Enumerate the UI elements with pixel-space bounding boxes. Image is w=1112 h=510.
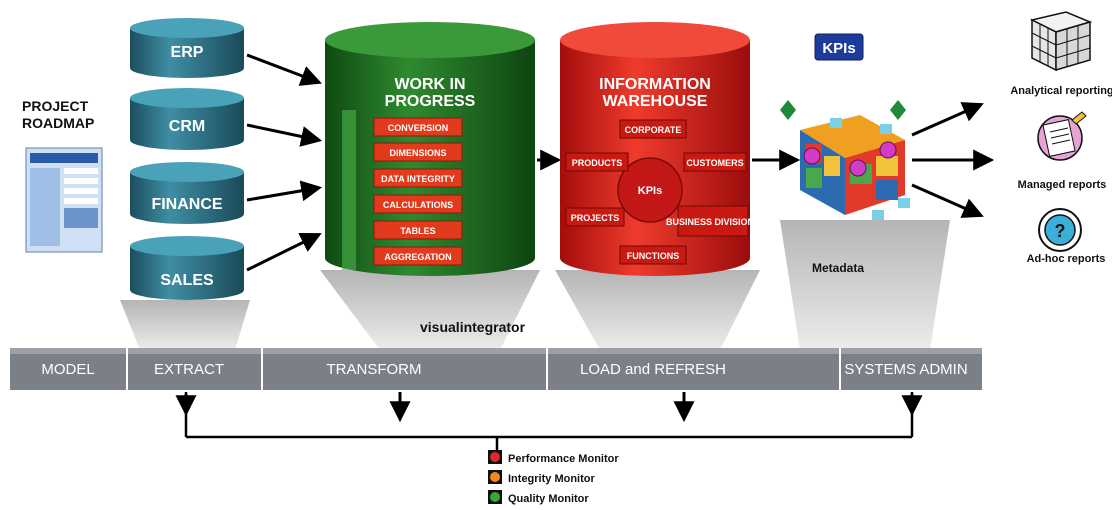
source-db-finance: FINANCE [130, 162, 244, 224]
roadmap-title-2: ROADMAP [22, 115, 94, 131]
wip-title-1: WORK IN [394, 76, 465, 93]
arrow-sales-to-wip [246, 233, 322, 272]
kpi-badge: KPIs [814, 33, 864, 61]
source-label-erp: ERP [171, 44, 204, 61]
iw-center-circle [617, 157, 683, 223]
arrow-erp-to-wip [246, 53, 322, 86]
integrator-label: visualintegrator [420, 319, 526, 335]
arrow-finance-to-wip [246, 180, 323, 202]
wip-shadow [320, 270, 540, 350]
iw-db: INFORMATION WAREHOUSE KPIs [560, 22, 750, 276]
iw-item: PROJECTS [571, 213, 620, 223]
adhoc-reports-icon: ? [1038, 208, 1082, 252]
managed-reports-icon [1037, 111, 1087, 161]
source-label-finance: FINANCE [151, 196, 222, 213]
wip-item: CALCULATIONS [383, 200, 453, 210]
source-db-erp: ERP [130, 18, 244, 78]
wip-items: CONVERSION DIMENSIONS DATA INTEGRITY CAL… [373, 117, 463, 266]
source-db-sales: SALES [130, 236, 244, 300]
wip-item: DATA INTEGRITY [381, 174, 455, 184]
phase-bar: MODEL EXTRACT TRANSFORM LOAD and REFRESH… [10, 348, 982, 390]
iw-item: FUNCTIONS [627, 251, 680, 261]
iw-item: BUSINESS DIVISIONS [666, 217, 760, 227]
phase-transform: TRANSFORM [327, 361, 422, 378]
output-label-managed: Managed reports [1018, 179, 1107, 191]
iw-item: CUSTOMERS [686, 158, 743, 168]
analytical-reporting-icon [1029, 11, 1093, 72]
iw-item: PRODUCTS [572, 158, 623, 168]
iw-center-label: KPIs [638, 185, 662, 197]
phase-systems-admin: SYSTEMS ADMIN [844, 361, 967, 378]
arrow-to-adhoc [911, 183, 984, 218]
source-label-crm: CRM [169, 118, 205, 135]
legend-label-performance: Performance Monitor [508, 453, 619, 465]
output-label-analytical: Analytical reporting [1010, 85, 1112, 97]
kpi-badge-label: KPIs [822, 40, 855, 57]
wip-item: DIMENSIONS [389, 148, 446, 158]
monitor-connectors [175, 392, 923, 450]
iw-title-2: WAREHOUSE [603, 93, 708, 110]
wip-item: AGGREGATION [384, 252, 451, 262]
metadata-cube-icon [780, 100, 910, 220]
legend-dot-integrity [490, 472, 500, 482]
cube-shadow [780, 220, 950, 350]
wip-item: TABLES [400, 226, 435, 236]
legend-label-quality: Quality Monitor [508, 493, 589, 505]
legend-dot-performance [490, 452, 500, 462]
wip-item: CONVERSION [388, 123, 449, 133]
phase-load-refresh: LOAD and REFRESH [580, 361, 726, 378]
legend-label-integrity: Integrity Monitor [508, 473, 595, 485]
roadmap-title-1: PROJECT [22, 98, 89, 114]
roadmap-document-icon [25, 147, 103, 253]
iw-shadow [555, 270, 760, 350]
source-db-crm: CRM [130, 88, 244, 150]
iw-item: CORPORATE [625, 125, 682, 135]
source-shadow [120, 300, 250, 350]
legend-dot-quality [490, 492, 500, 502]
iw-title-1: INFORMATION [599, 76, 711, 93]
source-label-sales: SALES [160, 272, 214, 289]
metadata-label: Metadata [812, 261, 864, 275]
question-mark-glyph: ? [1055, 221, 1066, 241]
output-label-adhoc: Ad-hoc reports [1027, 253, 1106, 265]
iw-items: CORPORATE PRODUCTS CUSTOMERS PROJECTS BU… [565, 119, 760, 265]
arrow-crm-to-wip [246, 123, 323, 147]
phase-model: MODEL [41, 361, 94, 378]
phase-extract: EXTRACT [154, 361, 224, 378]
monitor-legend: Performance Monitor Integrity Monitor Qu… [488, 450, 619, 505]
wip-title-2: PROGRESS [385, 93, 476, 110]
arrow-to-analytical [911, 102, 984, 137]
